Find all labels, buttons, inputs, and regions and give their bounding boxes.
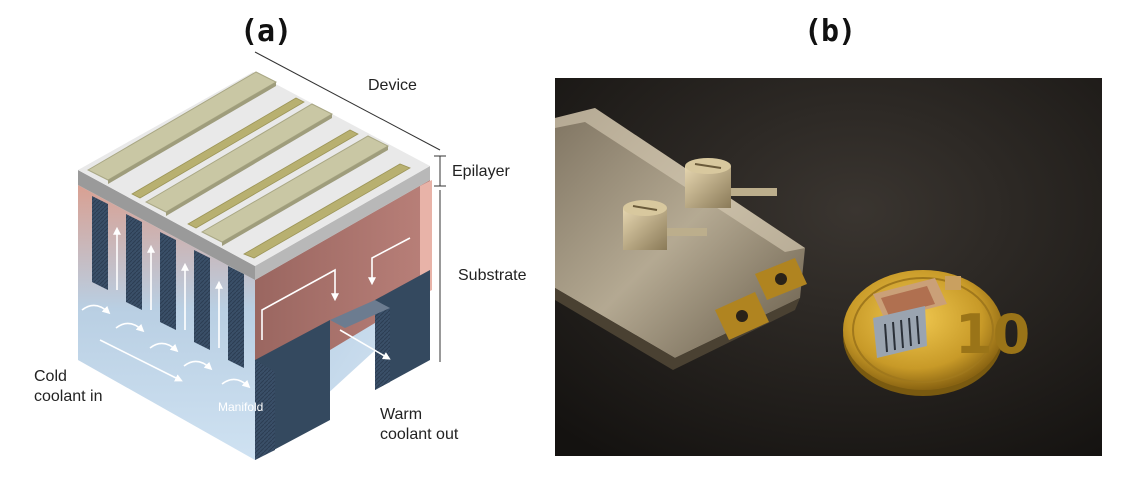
label-substrate: Substrate bbox=[458, 267, 527, 284]
coin-numeral: 10 bbox=[955, 303, 1030, 366]
label-warm-coolant: Warm coolant out bbox=[380, 405, 458, 445]
microchip bbox=[873, 276, 961, 358]
screw-cube-left bbox=[623, 200, 707, 250]
cooling-diagram bbox=[78, 51, 446, 460]
label-epilayer: Epilayer bbox=[452, 163, 510, 180]
device-photo: 10 bbox=[555, 78, 1102, 456]
label-cold-line1: Cold bbox=[34, 368, 67, 385]
contact-tabs bbox=[715, 258, 807, 340]
panel-label-a: (a) bbox=[240, 14, 292, 49]
epilayer bbox=[78, 72, 430, 280]
label-cold-line2: coolant in bbox=[34, 388, 103, 405]
label-warm-line1: Warm bbox=[380, 406, 423, 423]
label-cold-coolant: Cold coolant in bbox=[34, 367, 103, 407]
panel-label-b: (b) bbox=[804, 14, 856, 49]
manifold-fins bbox=[92, 196, 244, 368]
label-manifold: Manifold bbox=[218, 400, 264, 414]
substrate-edge bbox=[420, 180, 432, 296]
flow-arrows bbox=[81, 226, 411, 389]
label-device: Device bbox=[368, 77, 417, 94]
manifold-blocks bbox=[255, 270, 430, 460]
device-strips bbox=[86, 71, 411, 259]
label-warm-line2: coolant out bbox=[380, 426, 459, 443]
screw-cube-right bbox=[685, 158, 777, 208]
callout-lines bbox=[254, 51, 446, 362]
